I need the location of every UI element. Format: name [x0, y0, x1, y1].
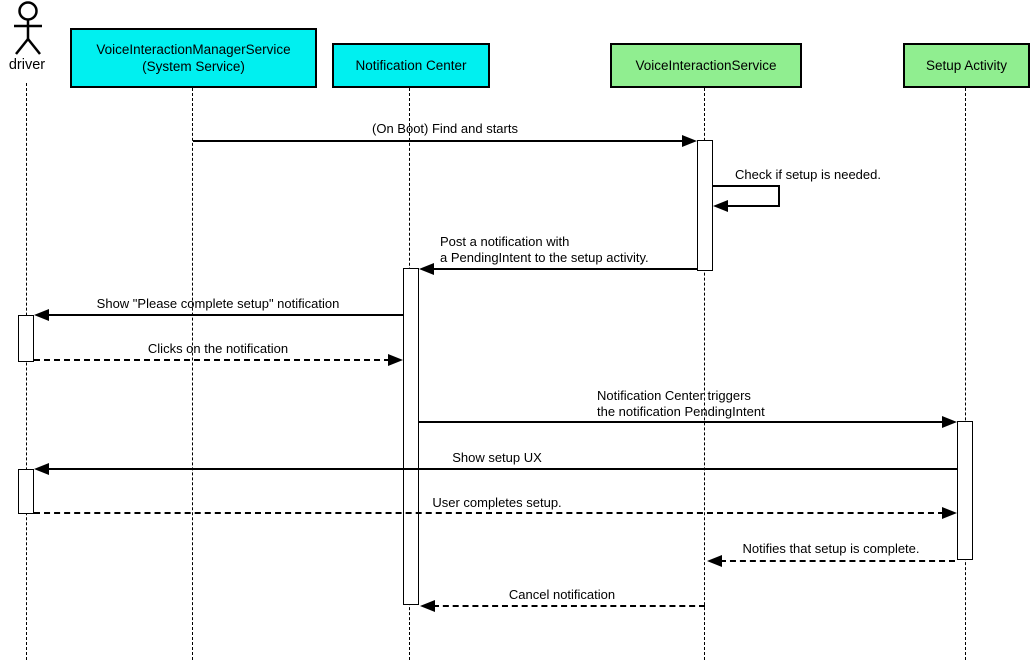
arrowhead-icon — [419, 263, 434, 275]
message-line — [726, 205, 780, 207]
message-line — [47, 314, 403, 316]
actor-label: driver — [8, 57, 46, 73]
actor-driver — [0, 0, 56, 61]
arrowhead-icon — [34, 309, 49, 321]
arrowhead-icon — [713, 200, 728, 212]
activation-bar-notification-center — [403, 268, 419, 605]
message-line — [34, 512, 944, 514]
message-line — [419, 421, 944, 423]
message-label: (On Boot) Find and starts — [372, 121, 518, 136]
message-label: Check if setup is needed. — [735, 167, 881, 182]
lifeline-setup-activity — [965, 88, 966, 660]
arrowhead-icon — [682, 135, 697, 147]
message-label: Clicks on the notification — [147, 341, 289, 356]
activation-bar-voice-interaction-service — [697, 140, 713, 271]
arrowhead-icon — [34, 463, 49, 475]
message-label: Notifies that setup is complete. — [742, 541, 920, 556]
activation-bar-setup-activity — [957, 421, 973, 560]
message-label: Notification Center triggers the notific… — [597, 388, 765, 419]
message-label: Post a notification with a PendingIntent… — [440, 234, 649, 265]
message-line — [433, 605, 705, 607]
message-line — [193, 140, 684, 142]
message-line — [713, 185, 780, 187]
actor-icon — [14, 1, 42, 55]
message-label: Show "Please complete setup" notificatio… — [96, 296, 340, 311]
message-label: User completes setup. — [432, 495, 562, 510]
arrowhead-icon — [388, 354, 403, 366]
lifeline-driver — [26, 83, 27, 660]
participant-setup-activity: Setup Activity — [903, 43, 1030, 88]
message-label: Show setup UX — [452, 450, 542, 465]
arrowhead-icon — [420, 600, 435, 612]
participant-notification-center: Notification Center — [332, 43, 490, 88]
message-line — [47, 468, 957, 470]
message-line — [432, 268, 697, 270]
participant-voice-interaction-service: VoiceInteractionService — [610, 43, 802, 88]
message-line — [34, 359, 390, 361]
message-label: Cancel notification — [508, 587, 616, 602]
activation-bar-driver — [18, 315, 34, 362]
arrowhead-icon — [942, 416, 957, 428]
arrowhead-icon — [707, 555, 722, 567]
arrowhead-icon — [942, 507, 957, 519]
activation-bar-driver — [18, 469, 34, 514]
participant-voice-interaction-manager-service: VoiceInteractionManagerService (System S… — [70, 28, 317, 88]
message-line — [778, 185, 780, 205]
message-line — [720, 560, 955, 562]
lifeline-voice-interaction-manager-service — [192, 88, 193, 660]
lifeline-voice-interaction-service — [704, 88, 705, 660]
